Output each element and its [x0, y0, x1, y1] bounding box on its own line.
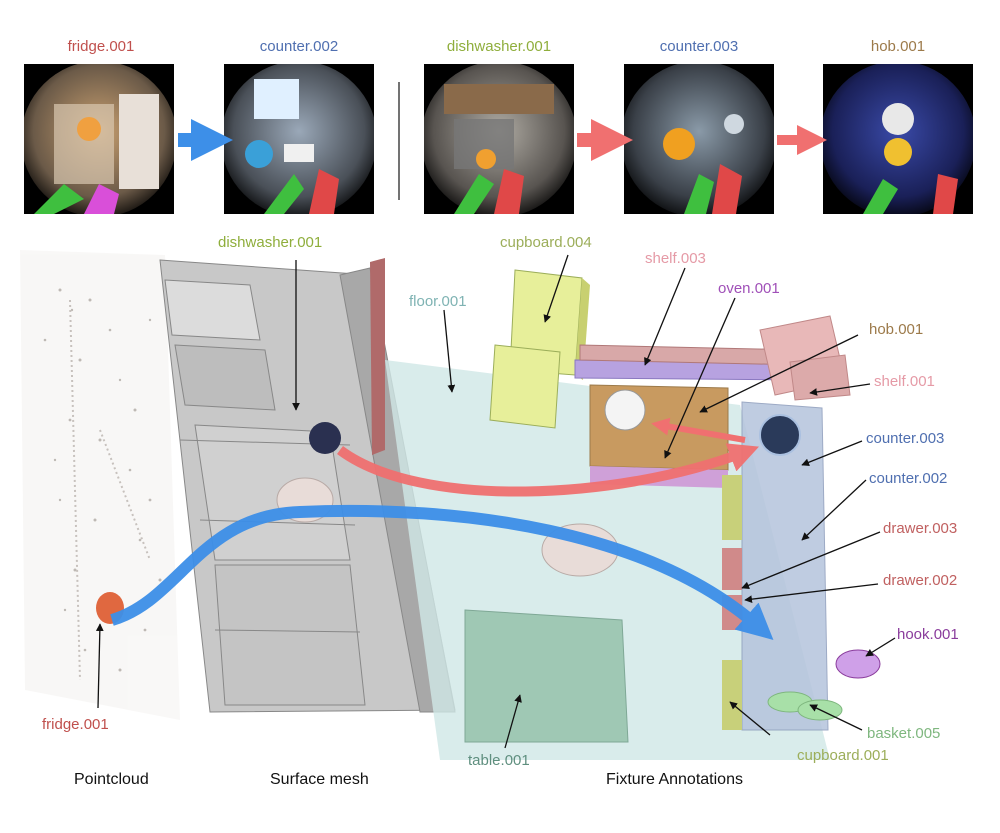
label-fridge: fridge.001 [42, 716, 109, 733]
section-fixture-annotations: Fixture Annotations [606, 771, 743, 788]
frame-image-counter-002 [224, 64, 374, 214]
section-surface-mesh: Surface mesh [270, 771, 369, 788]
surface-mesh-region [159, 258, 456, 713]
leader-lines [95, 254, 896, 749]
label-table: table.001 [468, 752, 530, 769]
frame-image-dishwasher [424, 64, 574, 214]
label-shelf-001: shelf.001 [874, 373, 935, 390]
frame-title-hob: hob.001 [870, 38, 926, 55]
frame-image-hob [823, 64, 973, 214]
label-drawer-003: drawer.003 [883, 520, 958, 537]
frame-title-counter-003: counter.003 [659, 38, 739, 55]
trajectory-red-short [651, 417, 746, 443]
label-floor: floor.001 [409, 293, 467, 310]
label-hob: hob.001 [869, 321, 924, 338]
kettle-object [309, 422, 341, 454]
counter-column-fixture [722, 401, 829, 731]
hook-fixture [835, 649, 881, 679]
section-pointcloud: Pointcloud [74, 771, 149, 788]
hob-shelf-fixture [759, 315, 851, 401]
label-shelf-003: shelf.003 [645, 250, 706, 267]
frame-image-counter-003 [624, 64, 774, 214]
frame-title-fridge: fridge.001 [67, 38, 135, 55]
label-basket: basket.005 [867, 725, 941, 742]
frame-image-fridge [24, 64, 174, 214]
label-hook: hook.001 [897, 626, 959, 643]
label-counter-002: counter.002 [869, 470, 948, 487]
frame-title-dishwasher: dishwasher.001 [446, 38, 552, 55]
trajectory-blue [110, 504, 774, 640]
trajectory-red [337, 443, 760, 497]
label-oven: oven.001 [718, 280, 780, 297]
label-dishwasher: dishwasher.001 [218, 234, 323, 251]
label-drawer-002: drawer.002 [883, 572, 958, 589]
label-counter-003: counter.003 [866, 430, 945, 447]
frame-title-counter-002: counter.002 [259, 38, 339, 55]
table-fixture [464, 609, 629, 743]
label-cupboard-001: cupboard.001 [797, 747, 889, 764]
label-cupboard-004: cupboard.004 [500, 234, 592, 251]
